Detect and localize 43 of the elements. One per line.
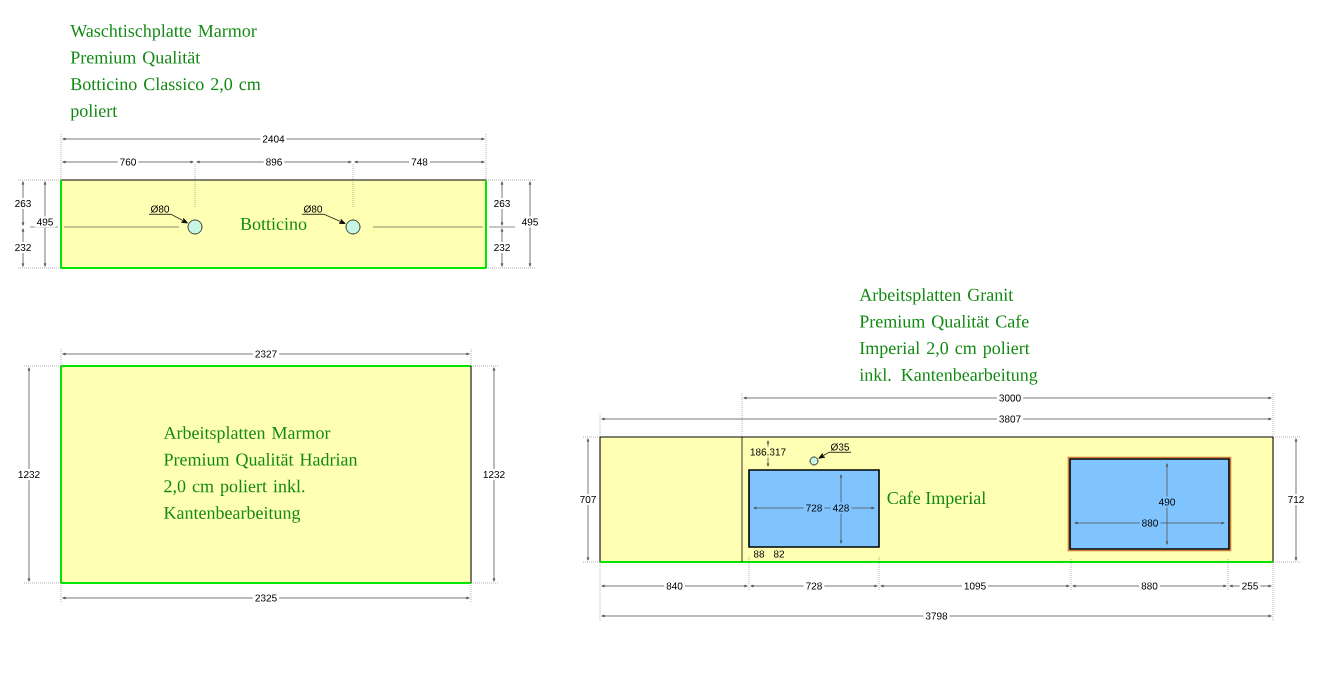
dimension-label: 2327 — [252, 348, 280, 360]
dimension-label: 896 — [263, 156, 285, 168]
dimension-label: 232 — [12, 241, 34, 254]
dimension-label: 428 — [830, 502, 852, 514]
dimension-label: 880 — [1139, 517, 1161, 529]
dimension-label: 728 — [803, 502, 825, 514]
dimension-label: 760 — [117, 156, 139, 168]
dimension-label: 490 — [1156, 496, 1178, 508]
leader-line — [818, 451, 852, 459]
sink-cutout — [748, 469, 880, 548]
dimension-label: 186.317 — [747, 446, 789, 458]
hole — [345, 219, 361, 235]
slab: Arbeitsplatten Marmor Premium Qualität Hadrian 2,0 cm poliert inkl. Kantenbearbeitung — [60, 365, 472, 584]
dimension-label: 728 — [803, 580, 825, 592]
dimension-label: 707 — [577, 493, 599, 506]
leader-line — [148, 213, 188, 224]
dimension-label: 495 — [34, 216, 56, 228]
dimension-label: 840 — [664, 580, 685, 592]
sink-cutout — [1067, 456, 1232, 552]
dimension-label: 2325 — [252, 592, 280, 604]
dimension-label: 1095 — [961, 580, 989, 592]
dimension-label: 232 — [491, 241, 513, 254]
dimension-label: 263 — [491, 197, 513, 210]
hole — [809, 456, 819, 466]
dimension-label: 748 — [409, 156, 430, 168]
dimension-label: 1232 — [15, 468, 43, 481]
dimension-label: 2404 — [260, 133, 287, 145]
dimension-label: 263 — [12, 197, 34, 210]
heading: Waschtischplatte Marmor Premium Qualität Botticino Classico 2,0 cm poliert — [70, 24, 261, 121]
dimension-label: 3807 — [996, 413, 1024, 425]
heading: Arbeitsplatten Granit Premium Qualität Cafe Imperial 2,0 cm poliert inkl. Kantenbearbeitung — [859, 288, 1038, 385]
dimension-label: 880 — [1139, 580, 1160, 592]
dimension-label: 712 — [1285, 494, 1307, 505]
hole — [187, 219, 203, 235]
dimension-label: 3798 — [923, 610, 950, 622]
dimension-label: 1232 — [480, 468, 508, 481]
diameter-label: Ø80 — [302, 203, 324, 215]
diameter-label: Ø35 — [829, 441, 851, 453]
dimension-label: 495 — [519, 216, 541, 228]
leader-line — [301, 213, 346, 224]
dimension-label: 255 — [1239, 580, 1261, 592]
dimension-label: 3000 — [996, 392, 1024, 404]
diameter-label: Ø80 — [149, 203, 171, 215]
